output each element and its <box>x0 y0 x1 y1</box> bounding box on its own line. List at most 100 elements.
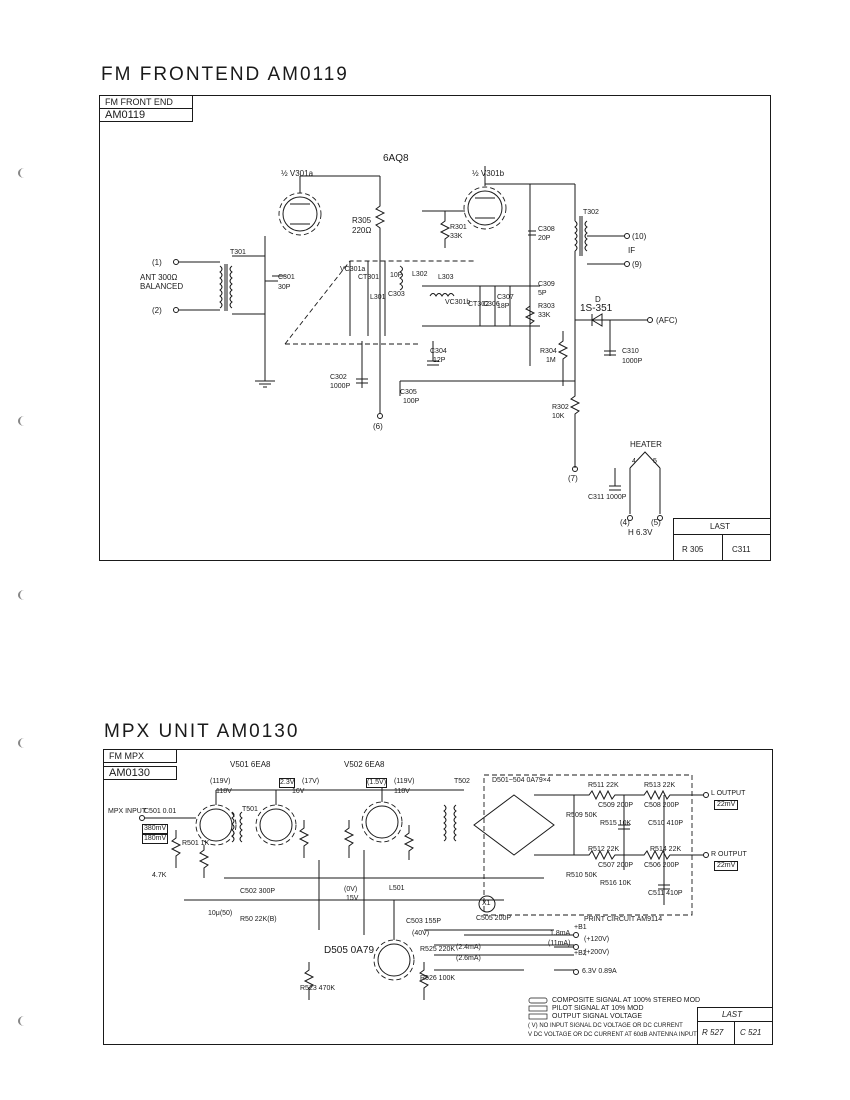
mpx-c511-label: C511 410P <box>648 890 683 897</box>
fm-r304-value: 1M <box>546 357 556 364</box>
fm-c303-label: C303 <box>388 291 405 298</box>
fm-schematic-panel: FM FRONT END AM0119 <box>99 95 771 561</box>
fm-c303-value: 10P <box>390 272 403 279</box>
binder-hole-mark <box>18 590 30 600</box>
mpx-v17: (17V) <box>302 778 320 785</box>
mpx-t502-label: T502 <box>454 778 470 785</box>
mpx-rout-label: R OUTPUT <box>711 851 747 858</box>
mpx-c501-label: C501 0.01 <box>144 808 177 815</box>
mpx-v0: (0V) <box>344 886 358 893</box>
fm-l302-label: L302 <box>412 271 428 278</box>
fm-c305-label: C305 <box>400 389 417 396</box>
mpx-current2: (2.6mA) <box>456 955 481 962</box>
fm-c302-label: C302 <box>330 374 347 381</box>
fm-vc301a-label: VC301a <box>340 266 366 273</box>
mpx-v23: 2.3V <box>279 778 296 788</box>
fm-heater-label: HEATER <box>630 440 662 449</box>
mpx-legend-composite: COMPOSITE SIGNAL AT 100% STEREO MOD <box>552 997 701 1004</box>
mpx-r526-label: R526 100K <box>420 975 456 982</box>
mpx-c508-label: C508 200P <box>644 802 680 809</box>
mpx-v15: (1.5V) <box>366 778 388 788</box>
fm-c309-label: C309 <box>538 281 555 288</box>
fm-last-box: LAST R 305 C311 <box>673 518 771 561</box>
fm-pin5: (5) <box>651 518 661 527</box>
binder-hole-mark <box>18 1016 30 1026</box>
mpx-input-level1: 380mV <box>142 824 169 834</box>
mpx-c509-label: C509 200P <box>598 802 634 809</box>
fm-tag-line2: AM0119 <box>105 109 146 121</box>
fm-r302-value: 10K <box>552 413 565 420</box>
mpx-v501-label: V501 6EA8 <box>230 760 271 769</box>
fm-c308-value: 20P <box>538 235 551 242</box>
mpx-lout-label: L OUTPUT <box>711 790 746 797</box>
binder-hole-mark <box>18 416 30 426</box>
fm-r303-value: 33K <box>538 312 551 319</box>
mpx-v118: 118V <box>216 788 232 795</box>
mpx-v119: (119V) <box>210 778 231 785</box>
fm-r305-value: 220Ω <box>352 226 372 235</box>
mpx-v200: (+200V) <box>584 949 610 956</box>
mpx-r525-label: R525 220K <box>420 946 456 953</box>
fm-pin9: (9) <box>632 260 642 269</box>
fm-c302-value: 1000P <box>330 383 351 390</box>
mpx-rout-level: 22mV <box>714 861 739 871</box>
fm-pin10: (10) <box>632 232 647 241</box>
mpx-v502-label: V502 6EA8 <box>344 760 385 769</box>
mpx-r513-label: R513 22K <box>644 782 676 789</box>
fm-c310-label: C310 <box>622 348 639 355</box>
fm-r305-label: R305 <box>352 216 372 225</box>
mpx-v15b: 15V <box>346 895 359 902</box>
fm-diode-label: D <box>595 295 601 304</box>
fm-v301a-label: ½ V301a <box>281 169 314 178</box>
fm-last-title: LAST <box>710 522 731 531</box>
fm-last-r: R 305 <box>682 545 704 554</box>
mpx-c510-label: C510 410P <box>648 820 684 827</box>
mpx-circuit-drawing <box>139 774 709 1020</box>
mpx-last-r: R 527 <box>702 1028 724 1037</box>
mpx-last-box: LAST R 527 C 521 <box>697 1007 773 1045</box>
mpx-c503-label: C503 155P <box>406 918 442 925</box>
mpx-r514-label: R514 22K <box>650 846 682 853</box>
fm-tube-type: 6AQ8 <box>383 153 409 164</box>
fm-l303-label: L303 <box>438 274 454 281</box>
binder-hole-mark <box>18 738 30 748</box>
mpx-d501-label: D501~504 0A79×4 <box>492 777 551 784</box>
fm-r301-label: R301 <box>450 224 467 231</box>
fm-c307-label: C307 <box>497 294 514 301</box>
fm-c301-label: C301 <box>278 274 295 281</box>
fm-heater-pin5: 5 <box>653 458 657 465</box>
mpx-r500-label: R50 22K(B) <box>240 916 277 923</box>
mpx-r512-label: R512 22K <box>588 846 620 853</box>
fm-c306-label: C306 <box>483 301 500 308</box>
fm-ant-label: ANT 300Ω <box>140 273 178 282</box>
fm-circuit-drawing <box>173 166 663 521</box>
mpx-legend-noinput: ( V) NO INPUT SIGNAL DC VOLTAGE OR DC CU… <box>528 1023 683 1029</box>
fm-ct302-label: CT302 <box>468 301 490 308</box>
fm-pin7: (7) <box>568 474 578 483</box>
fm-r303-label: R303 <box>538 303 555 310</box>
fm-c311-label: C311 1000P <box>588 494 627 501</box>
mpx-c505-label: C505 200P <box>476 915 512 922</box>
mpx-c507-label: C507 200P <box>598 862 634 869</box>
mpx-r511-label: R511 22K <box>588 782 619 789</box>
mpx-v120: (+120V) <box>584 936 610 943</box>
fm-heater-voltage: H 6.3V <box>628 528 653 537</box>
fm-c304-value: 12P <box>433 357 446 364</box>
mpx-b2: +B2 <box>574 950 587 957</box>
mpx-l501-label: L501 <box>389 885 405 892</box>
fm-r304-label: R304 <box>540 348 557 355</box>
mpx-r502-label: 4.7K <box>152 872 167 879</box>
mpx-c502-label: C502 300P <box>240 888 276 895</box>
mpx-print-circuit: PRINT CIRCUIT AM9114 <box>584 916 663 923</box>
fm-c310-value: 1000P <box>622 358 643 365</box>
mpx-section-heading: MPX UNIT AM0130 <box>104 721 300 742</box>
binder-hole-mark <box>18 168 30 178</box>
fm-section-heading: FM FRONTEND AM0119 <box>101 64 349 85</box>
mpx-v119b: (119V) <box>394 778 415 785</box>
mpx-panel-tag: FM MPX <box>103 749 177 763</box>
mpx-current4: (11mA) <box>548 940 571 947</box>
mpx-v40: (40V) <box>412 930 430 937</box>
fm-tag-line1: FM FRONT END <box>105 97 173 107</box>
mpx-c506-label: C506 200P <box>644 862 680 869</box>
mpx-panel-tag-code: AM0130 <box>103 766 177 780</box>
